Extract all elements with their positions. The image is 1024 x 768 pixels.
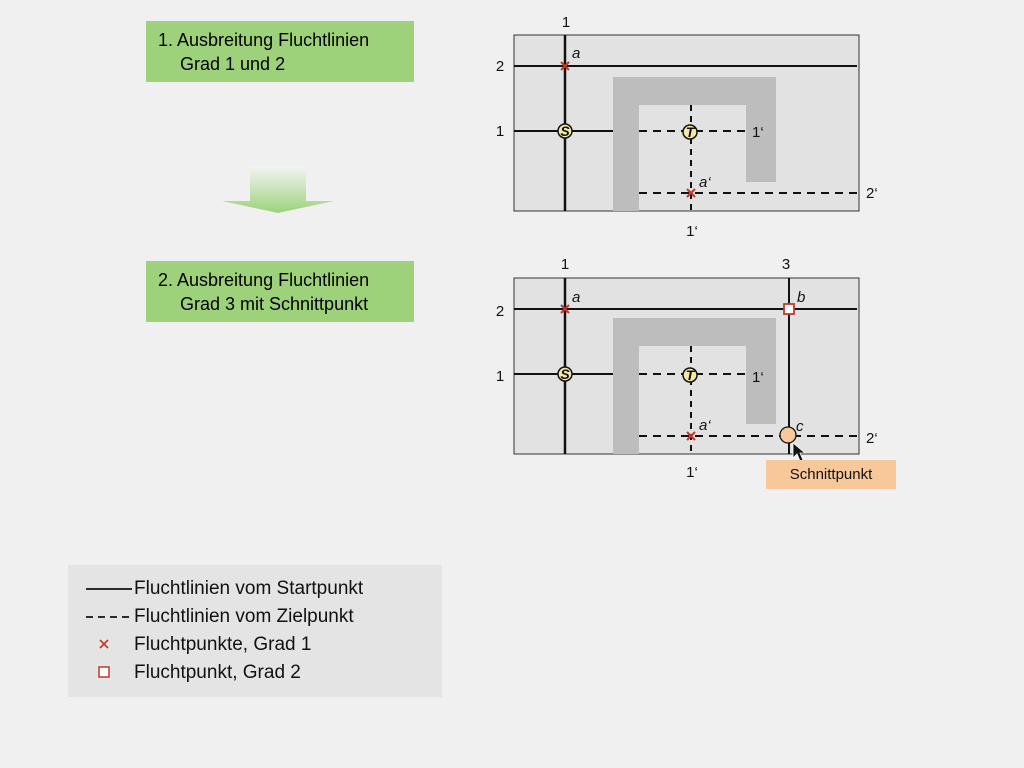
red-cross-icon (99, 639, 109, 649)
diagram-1-vanishing-point-a-prime (686, 188, 696, 198)
step-1-box: 1. Ausbreitung Fluchtlinien Grad 1 und 2 (146, 21, 414, 82)
down-arrow-icon (222, 166, 334, 213)
diagram-1-top-label: 1 (562, 14, 570, 31)
diagram-2-left-label-1: 1 (496, 368, 504, 385)
diagram-2-point-a-label: a (572, 289, 580, 306)
dashed-line-icon (86, 616, 132, 618)
diagram-1-point-a-prime-label: a‘ (699, 174, 711, 191)
diagram-1-point-a-label: a (572, 45, 580, 62)
legend-item-cross-label: Fluchtpunkte, Grad 1 (134, 634, 312, 655)
diagram-2: S T 1 3 2 1 1‘ 2‘ 1‘ a a‘ b c (496, 256, 878, 481)
step-2-line-2: Grad 3 mit Schnittpunkt (180, 294, 369, 314)
diagram-2-left-label-2: 2 (496, 303, 504, 320)
intersection-callout: Schnittpunkt (766, 460, 896, 489)
diagram-2-panel (513, 277, 860, 455)
diagram-1-start-label: S (560, 123, 570, 139)
diagram-2-intersection-point-c (779, 426, 797, 444)
legend-item-solid-label: Fluchtlinien vom Startpunkt (134, 578, 364, 599)
diagram-1-vanishing-point-a (560, 61, 570, 71)
diagram-1-right-label-1prime: 1‘ (752, 124, 764, 141)
legend-item-solid: Fluchtlinien vom Startpunkt (68, 575, 442, 603)
diagram-2-vanishing-point-b (783, 303, 795, 315)
diagram-1-right-label-2prime: 2‘ (866, 185, 878, 202)
step-2-box: 2. Ausbreitung Fluchtlinien Grad 3 mit S… (146, 261, 414, 322)
diagram-2-point-a-prime-label: a‘ (699, 417, 711, 434)
diagram-1: S T 1 2 1 1‘ 2‘ 1‘ a a‘ (496, 14, 878, 240)
legend-item-square-label: Fluchtpunkt, Grad 2 (134, 662, 301, 683)
diagram-2-top-label-3: 3 (782, 256, 790, 273)
diagram-2-bottom-label: 1‘ (686, 464, 698, 481)
diagram-1-left-label-1: 1 (496, 123, 504, 140)
step-1-line-2: Grad 1 und 2 (180, 54, 286, 74)
diagram-2-target-node (682, 367, 698, 383)
legend-item-cross: Fluchtpunkte, Grad 1 (68, 631, 442, 659)
diagram-2-start-node (557, 366, 573, 382)
red-square-icon (98, 666, 110, 678)
diagram-1-target-node (682, 124, 698, 140)
legend-item-dashed: Fluchtlinien vom Zielpunkt (68, 603, 442, 631)
diagram-1-bottom-label: 1‘ (686, 223, 698, 240)
diagram-2-right-label-1prime: 1‘ (752, 369, 764, 386)
diagram-2-top-label-1: 1 (561, 256, 569, 273)
legend: Fluchtlinien vom Startpunkt Fluchtlinien… (68, 565, 442, 697)
diagram-2-point-c-label: c (796, 418, 804, 435)
diagram-2-right-label-2prime: 2‘ (866, 430, 878, 447)
diagram-1-panel (513, 34, 860, 212)
legend-item-square: Fluchtpunkt, Grad 2 (68, 659, 442, 687)
diagram-2-point-b-label: b (797, 289, 805, 306)
solid-line-icon (86, 588, 132, 590)
diagram-1-start-node (557, 123, 573, 139)
diagram-2-obstacle (613, 318, 776, 454)
diagram-1-target-label: T (686, 124, 696, 140)
diagram-2-vanishing-point-a (560, 304, 570, 314)
step-2-line-1: 2. Ausbreitung Fluchtlinien (158, 270, 370, 290)
diagram-2-start-label: S (560, 366, 570, 382)
legend-item-dashed-label: Fluchtlinien vom Zielpunkt (134, 606, 354, 627)
step-1-line-1: 1. Ausbreitung Fluchtlinien (158, 30, 370, 50)
diagram-1-obstacle (613, 77, 776, 211)
diagram-2-target-label: T (686, 367, 696, 383)
diagram-2-vanishing-point-a-prime (686, 431, 696, 441)
diagram-1-left-label-2: 2 (496, 58, 504, 75)
